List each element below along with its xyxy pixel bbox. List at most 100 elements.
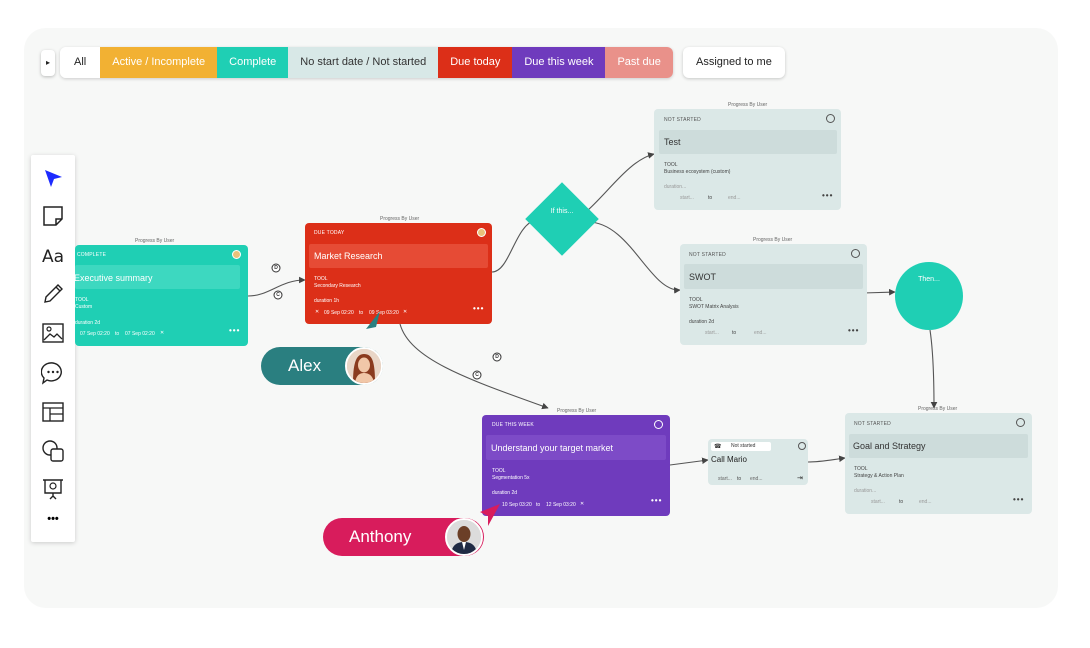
to-label: to xyxy=(536,502,541,508)
tool-name: Custom xyxy=(75,304,93,310)
text-icon[interactable]: Aa xyxy=(41,243,65,267)
then-label: Then... xyxy=(918,276,940,283)
card-status: DUE TODAY xyxy=(314,230,345,236)
image-icon[interactable] xyxy=(41,321,65,345)
shapes-icon[interactable] xyxy=(41,439,65,463)
start-date[interactable]: start... xyxy=(871,499,885,505)
connector-d-icon[interactable]: D xyxy=(270,262,282,274)
filter-active-incomplete[interactable]: Active / Incomplete xyxy=(100,47,218,78)
progress-by-user-label: Progress By User xyxy=(728,102,768,108)
phone-icon: ☎ xyxy=(714,444,722,450)
clear-date-icon[interactable]: ✕ xyxy=(315,309,320,315)
filter-toggle-button[interactable]: ▸ xyxy=(41,50,55,76)
presentation-icon[interactable] xyxy=(41,477,65,501)
comment-icon[interactable] xyxy=(41,361,65,385)
svg-text:Aa: Aa xyxy=(42,247,64,267)
sticky-note-icon[interactable] xyxy=(41,204,65,228)
to-label: to xyxy=(359,310,364,316)
tool-label: TOOL xyxy=(689,297,703,303)
user-name: Alex xyxy=(288,356,322,375)
filter-due-this-week[interactable]: Due this week xyxy=(512,47,606,78)
card-call-mario[interactable]: ☎ Not started Call Mario start... to end… xyxy=(708,439,808,485)
card-title: Call Mario xyxy=(711,455,748,464)
tool-label: TOOL xyxy=(75,297,89,303)
filter-complete[interactable]: Complete xyxy=(217,47,289,78)
duration: duration 2d xyxy=(492,490,518,496)
user-pill-anthony: Anthony xyxy=(323,518,484,556)
status-filter-bar: All Active / Incomplete Complete No star… xyxy=(60,47,673,78)
start-date[interactable]: 10 Sep 03:20 xyxy=(502,502,532,508)
end-date[interactable]: end... xyxy=(754,330,767,336)
filter-due-today[interactable]: Due today xyxy=(438,47,513,78)
filter-not-started[interactable]: No start date / Not started xyxy=(288,47,439,78)
to-label: to xyxy=(708,195,713,201)
card-title: Market Research xyxy=(314,251,383,261)
pen-icon[interactable] xyxy=(41,282,65,306)
progress-face-icon xyxy=(851,249,860,258)
card-title: Understand your target market xyxy=(491,443,614,453)
connector-d-icon[interactable]: D xyxy=(491,351,503,363)
start-date[interactable]: 09 Sep 02:20 xyxy=(324,310,354,316)
card-status: NOT STARTED xyxy=(689,252,726,258)
end-date[interactable]: 09 Sep 03:20 xyxy=(369,310,399,316)
end-date[interactable]: 07 Sep 02:20 xyxy=(125,331,155,337)
pointer-icon[interactable] xyxy=(41,167,65,191)
card-title: SWOT xyxy=(689,272,716,282)
card-swot[interactable]: NOT STARTED SWOT TOOL SWOT Matrix Analys… xyxy=(680,244,867,345)
assigned-to-me-button[interactable]: Assigned to me xyxy=(683,47,785,78)
filter-past-due[interactable]: Past due xyxy=(605,47,673,78)
card-market-research[interactable]: DUE TODAY Market Research TOOL Secondary… xyxy=(305,223,492,324)
more-icon[interactable]: ••• xyxy=(47,513,59,525)
progress-face-icon xyxy=(1016,418,1025,427)
to-label: to xyxy=(899,499,904,505)
card-target-market[interactable]: DUE THIS WEEK Understand your target mar… xyxy=(482,415,670,516)
clear-date-icon[interactable]: ✕ xyxy=(403,309,408,315)
progress-face-icon xyxy=(826,114,835,123)
duration: duration 2d xyxy=(689,319,715,325)
end-date[interactable]: end... xyxy=(919,499,932,505)
tool-name: Segmentation 5x xyxy=(492,475,530,481)
end-date[interactable]: end... xyxy=(728,195,741,201)
card-menu-icon[interactable]: ••• xyxy=(1013,495,1025,504)
card-executive-summary[interactable]: COMPLETE Executive summary TOOL Custom d… xyxy=(74,245,248,346)
card-menu-icon[interactable]: ••• xyxy=(848,326,860,335)
user-name: Anthony xyxy=(349,527,412,546)
progress-by-user-label: Progress By User xyxy=(753,237,793,243)
then-circle[interactable] xyxy=(895,262,963,330)
card-menu-icon[interactable]: ••• xyxy=(822,191,834,200)
card-title: Goal and Strategy xyxy=(853,441,926,451)
card-status: NOT STARTED xyxy=(664,117,701,123)
card-test[interactable]: NOT STARTED Test TOOL Business ecosystem… xyxy=(654,109,841,210)
clear-date-icon[interactable]: ✕ xyxy=(580,501,585,507)
tool-name: SWOT Matrix Analysis xyxy=(689,304,739,310)
to-label: to xyxy=(115,331,120,337)
card-menu-icon[interactable]: ••• xyxy=(473,304,485,313)
table-icon[interactable] xyxy=(41,400,65,424)
card-status: NOT STARTED xyxy=(854,421,891,427)
connector-c-icon[interactable]: C xyxy=(471,369,483,381)
card-menu-icon[interactable]: ••• xyxy=(651,496,663,505)
tool-name: Secondary Research xyxy=(314,283,361,289)
progress-by-user-label: Progress By User xyxy=(380,216,420,222)
card-title: Executive summary xyxy=(74,273,153,283)
card-goal-strategy[interactable]: NOT STARTED Goal and Strategy TOOL Strat… xyxy=(845,413,1032,514)
progress-by-user-label: Progress By User xyxy=(918,406,958,412)
clear-date-icon[interactable]: ✕ xyxy=(160,330,165,336)
end-date[interactable]: 12 Sep 03:20 xyxy=(546,502,576,508)
start-date[interactable]: 07 Sep 02:20 xyxy=(80,331,110,337)
connector-c-icon[interactable]: C xyxy=(272,289,284,301)
tool-name: Business ecosystem (custom) xyxy=(664,169,731,175)
open-icon[interactable]: ⇥ xyxy=(797,475,803,482)
end-date[interactable]: end... xyxy=(750,476,763,482)
start-date[interactable]: start... xyxy=(705,330,719,336)
filter-all[interactable]: All xyxy=(60,47,101,78)
card-status: COMPLETE xyxy=(77,252,107,258)
avatar xyxy=(345,347,383,385)
start-date[interactable]: start... xyxy=(680,195,694,201)
tool-label: TOOL xyxy=(492,468,506,474)
card-menu-icon[interactable]: ••• xyxy=(229,326,241,335)
start-date[interactable]: start... xyxy=(718,476,732,482)
to-label: to xyxy=(732,330,737,336)
progress-face-icon xyxy=(654,420,663,429)
progress-face-icon xyxy=(232,250,241,259)
